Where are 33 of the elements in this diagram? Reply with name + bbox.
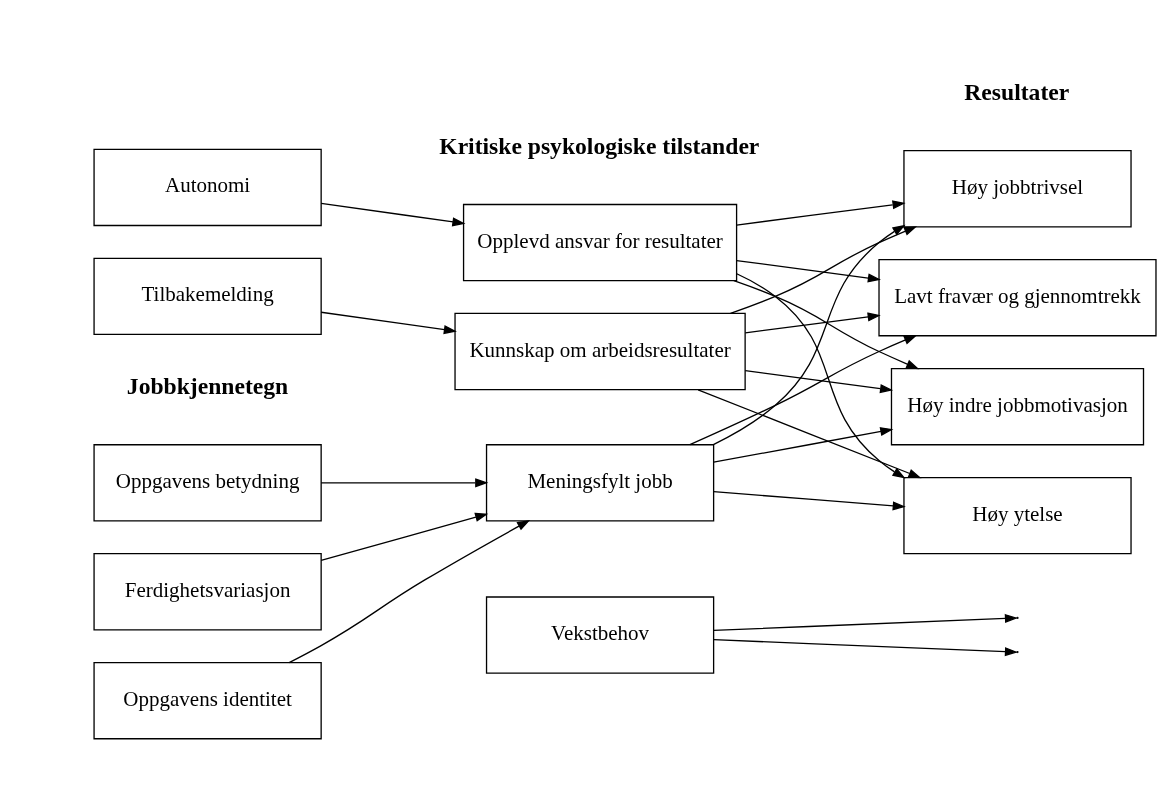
label: Jobbkjennetegn — [126, 372, 289, 399]
arrow — [697, 388, 922, 478]
node-box: Meningsfylt jobb — [485, 443, 715, 521]
node-box: Oppgavens betydning — [93, 443, 322, 521]
arrow — [320, 311, 457, 334]
node-box: Opplevd ansvar for resultater — [462, 203, 738, 281]
node-box: Autonomi — [93, 148, 322, 226]
arrow — [744, 369, 894, 393]
node-box: Høy indre jobbmotivasjon — [890, 367, 1145, 445]
label: Kritiske psykologiske tilstander — [439, 132, 760, 159]
arrow — [288, 519, 531, 663]
arrow — [320, 477, 489, 487]
arrow — [735, 259, 881, 283]
node-box: Lavt fravær og gjennomtrekk — [878, 258, 1157, 336]
arrow — [320, 202, 466, 226]
arrow — [320, 512, 489, 561]
arrow — [744, 311, 881, 333]
node-box: Høy ytelse — [903, 476, 1132, 554]
node-box: Vekstbehov — [485, 595, 715, 674]
arrow — [733, 279, 920, 369]
node-box: Oppgavens identitet — [93, 661, 322, 739]
arrow — [729, 225, 918, 314]
arrow — [713, 490, 906, 510]
arrow — [736, 272, 906, 479]
node-box: Kunnskap om arbeidsresultater — [454, 312, 746, 390]
arrow — [713, 426, 894, 463]
label: Resultater — [964, 78, 1070, 105]
node-box: Tilbakemelding — [93, 257, 322, 335]
arrow — [712, 224, 906, 445]
arrow — [735, 199, 906, 226]
node-box: Høy jobbtrivsel — [903, 149, 1132, 227]
arrow — [689, 334, 918, 445]
node-box: Ferdighetsvariasjon — [93, 552, 322, 630]
